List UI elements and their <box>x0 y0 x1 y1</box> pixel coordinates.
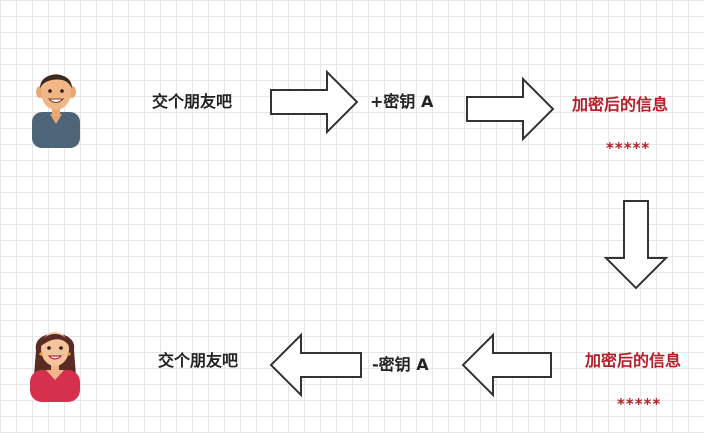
arrow-right-icon <box>466 76 555 142</box>
encrypted-message-label-bottom: 加密后的信息 <box>585 351 682 370</box>
arrow-down-icon <box>603 200 669 290</box>
sender-plain-text: 交个朋友吧 <box>152 92 233 111</box>
encrypted-message-masked-bottom: ***** <box>617 395 662 413</box>
receiver-plain-text: 交个朋友吧 <box>158 351 239 370</box>
encrypted-message-label-top: 加密后的信息 <box>572 95 669 114</box>
encrypted-message-masked-top: ***** <box>606 139 651 157</box>
arrow-left-icon <box>269 332 362 398</box>
woman-avatar-icon <box>30 332 80 402</box>
man-avatar-icon <box>32 74 80 148</box>
encrypt-key-label: +密钥 A <box>370 92 434 111</box>
arrow-left-icon <box>461 332 552 398</box>
decrypt-key-label: -密钥 A <box>372 355 429 374</box>
arrow-right-icon <box>270 69 359 135</box>
